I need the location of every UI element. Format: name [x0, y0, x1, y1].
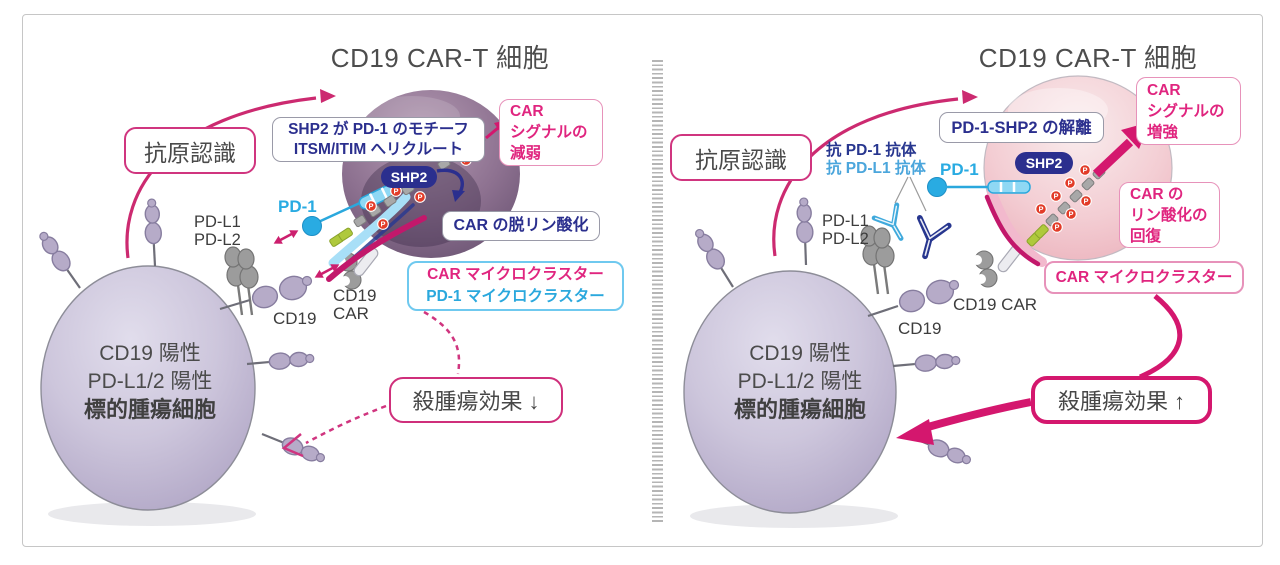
binding-arrow-pdl1-pd1-left — [270, 225, 302, 249]
phosphate-marks-right: P P P P P P P — [1035, 164, 1092, 233]
membrane-crescent-right — [984, 188, 1047, 267]
microcluster-streaks-left — [326, 192, 427, 282]
cd19-label-right: CD19 — [898, 319, 942, 338]
car-chain-right: P P P P P P P — [1026, 122, 1150, 247]
pd1-receptor-right — [927, 177, 1031, 197]
tumor-cell-text-right: CD19 陽性 PD-L1/2 陽性 標的腫瘍細胞 — [733, 342, 866, 422]
svg-text:P: P — [1082, 166, 1087, 175]
tumor-cell-left — [40, 265, 256, 526]
cd19-antigen-right — [867, 279, 960, 318]
antibody-labels: 抗 PD-1 抗体 抗 PD-L1 抗体 — [826, 142, 926, 177]
cd19-label-left: CD19 — [273, 309, 317, 328]
anti-pdl1-antibody — [916, 215, 952, 260]
tumor-cell-right — [683, 270, 898, 528]
pd1-shp2-release-box: PD-1-SHP2 の解離 — [939, 112, 1104, 143]
pdl1-pdl2-receptor-left — [223, 245, 260, 317]
microcluster-box-left: CAR マイクロクラスター PD-1 マイクロクラスター — [407, 261, 624, 311]
anti-pd1-antibody — [871, 202, 904, 241]
svg-text:P: P — [417, 193, 422, 202]
shp2-molecule-right: SHP2 — [1015, 152, 1073, 174]
car-binder-right — [972, 243, 1023, 288]
svg-text:P: P — [368, 202, 373, 211]
svg-text:P: P — [1083, 197, 1088, 206]
figure-frame — [22, 14, 1263, 547]
pd1-label-right: PD-1 — [940, 160, 979, 179]
shp2-dephos-arrow-left — [436, 168, 465, 202]
car-rephosphorylation-box: CAR の リン酸化の 回復 — [1119, 182, 1220, 248]
car-dephosphorylation-box: CAR の脱リン酸化 — [442, 211, 600, 241]
killing-effect-box-left: 殺腫瘍効果 ↓ — [389, 377, 563, 423]
panel-title-right: CD19 CAR-T 細胞 — [978, 43, 1198, 73]
tumor-cell-text-left: CD19 陽性 PD-L1/2 陽性 標的腫瘍細胞 — [83, 342, 216, 422]
shp2-recruit-box: SHP2 が PD-1 のモチーフ ITSM/ITIM へリクルート — [272, 117, 485, 162]
pd1-label-left: PD-1 — [278, 197, 317, 216]
shp2-molecule-left: SHP2 — [381, 166, 437, 188]
pdl1-pdl2-label-left: PD-L1 PD-L2 — [194, 213, 241, 249]
svg-text:P: P — [1038, 205, 1043, 214]
pdl1-pdl2-label-right: PD-L1 PD-L2 — [822, 212, 869, 248]
cd19-car-label-right: CD19 CAR — [953, 295, 1038, 314]
tumor-receptors-right — [689, 196, 975, 470]
killing-effect-box-right: 殺腫瘍効果 ↑ — [1031, 376, 1212, 424]
svg-text:P: P — [1053, 192, 1058, 201]
svg-text:P: P — [1054, 223, 1059, 232]
cd19-car-label-left: CD19 CAR — [333, 286, 377, 323]
enhanced-killing-arrowhead — [896, 419, 934, 445]
panel-title-left: CD19 CAR-T 細胞 — [330, 43, 550, 73]
cd19-antigen-left — [219, 275, 313, 311]
tumor-receptors-left — [33, 197, 329, 468]
svg-text:P: P — [380, 220, 385, 229]
svg-text:P: P — [393, 187, 398, 196]
reduced-killing-dashes-left — [281, 310, 461, 458]
svg-text:P: P — [1068, 210, 1073, 219]
antigen-recognition-label-left: 抗原認識 — [124, 127, 256, 174]
enhanced-killing-connector — [896, 294, 1183, 445]
antibody-pointer-lines — [894, 176, 927, 212]
panel-divider — [652, 60, 663, 522]
car-signal-enhanced-box: CAR シグナルの 増強 — [1136, 77, 1241, 145]
antigen-recognition-label-right: 抗原認識 — [670, 134, 812, 181]
car-signal-weakened-box: CAR シグナルの 減弱 — [499, 99, 603, 166]
microcluster-box-right: CAR マイクロクラスター — [1044, 261, 1244, 294]
svg-text:P: P — [1067, 179, 1072, 188]
